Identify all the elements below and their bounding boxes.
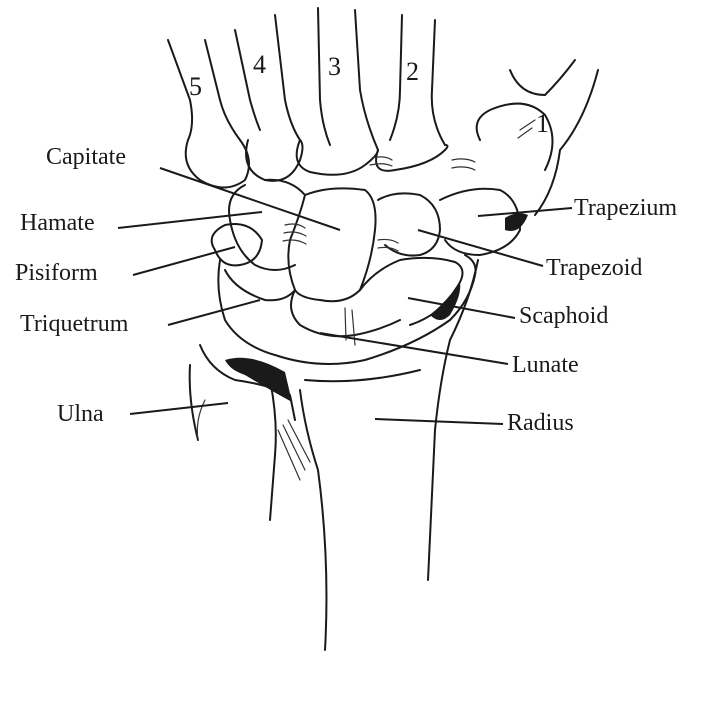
leader-lines — [118, 168, 572, 424]
label-ulna: Ulna — [57, 402, 104, 426]
digit-3-number: 3 — [328, 54, 341, 80]
label-pisiform: Pisiform — [15, 261, 98, 285]
leader-lunate — [320, 333, 508, 364]
label-trapezium: Trapezium — [574, 196, 677, 220]
label-triquetrum: Triquetrum — [20, 312, 128, 336]
digit-2-number: 2 — [406, 59, 419, 85]
leader-ulna — [130, 403, 228, 414]
leader-triquetrum — [168, 300, 260, 325]
leader-hamate — [118, 212, 262, 228]
metacarpals — [168, 8, 598, 215]
label-hamate: Hamate — [20, 211, 95, 235]
label-radius: Radius — [507, 411, 574, 435]
label-scaphoid: Scaphoid — [519, 304, 608, 328]
leader-trapezoid — [418, 230, 543, 266]
digit-5-number: 5 — [189, 74, 202, 100]
label-capitate: Capitate — [46, 145, 126, 169]
label-lunate: Lunate — [512, 353, 579, 377]
leader-radius — [375, 419, 503, 424]
digit-4-number: 4 — [253, 52, 266, 78]
digit-1-number: 1 — [536, 111, 549, 137]
label-trapezoid: Trapezoid — [546, 256, 642, 280]
metacarpal-bases — [186, 140, 475, 188]
forearm-bones — [190, 213, 528, 650]
